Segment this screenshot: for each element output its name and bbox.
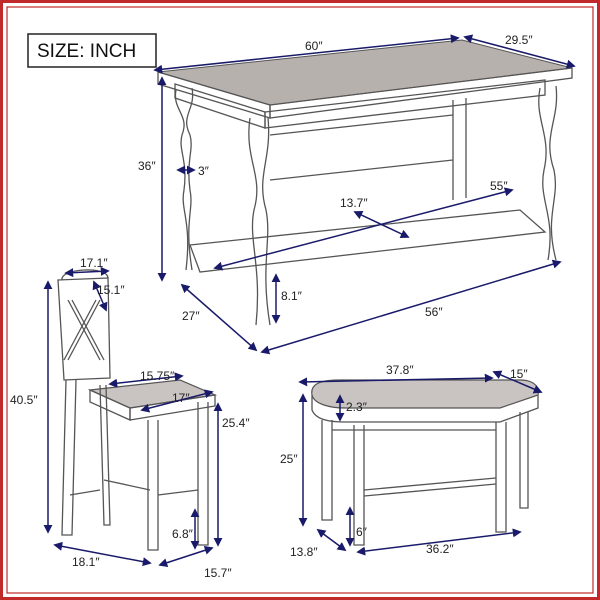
chair-base-depth-arrow <box>53 541 152 567</box>
chair-base-depth-label: 18.1″ <box>72 555 100 569</box>
table-length-bottom-label: 56″ <box>425 305 443 319</box>
bench-base-depth-arrow <box>316 528 347 552</box>
chair-back-width-label: 17.1″ <box>80 256 108 270</box>
dining-table <box>157 39 573 326</box>
chair-back-inner-arrow <box>92 280 108 312</box>
chair-back-width-arrow <box>64 266 110 278</box>
size-label: SIZE: INCH <box>37 41 136 62</box>
table-leg-label: 3″ <box>198 164 210 178</box>
bench-depth-arrow <box>492 370 543 394</box>
table-stretcher-height-label: 8.1″ <box>281 289 303 303</box>
chair-seat-depth-label: 15.75″ <box>140 369 175 383</box>
chair-back-inner-label: 15.1″ <box>97 283 125 297</box>
bench-length-label: 37.8″ <box>386 363 414 377</box>
bench-base-length-arrow <box>356 528 522 556</box>
chair-base-width-label: 15.7″ <box>204 566 232 580</box>
chair-base-width-arrow <box>158 545 214 568</box>
chair-foot-height-label: 6.8″ <box>172 527 194 541</box>
table-length-bottom-arrow <box>260 259 562 355</box>
table-width-top-label: 29.5″ <box>505 33 533 47</box>
table-width-top-arrow <box>463 34 576 69</box>
table-depth-label: 27″ <box>182 309 200 323</box>
chair-seat-depth-arrow <box>108 372 184 388</box>
table-length-top-arrow <box>153 34 460 74</box>
bench-foot-label: 6″ <box>356 525 368 539</box>
chair-seat-height-label: 25.4″ <box>222 416 250 430</box>
table-stretcher-arrow <box>213 187 514 271</box>
table-height-label: 36″ <box>138 159 156 173</box>
chair-total-height-label: 40.5″ <box>10 393 38 407</box>
table-length-top-label: 60″ <box>305 39 323 53</box>
bench-cushion-label: 2.3″ <box>346 400 368 414</box>
table-stretcher-label: 55″ <box>490 179 508 193</box>
bench-height-label: 25″ <box>280 452 298 466</box>
bench-base-depth-label: 13.8″ <box>290 545 318 559</box>
table-depth-arrow <box>180 283 258 352</box>
chair-seat-width-arrow <box>140 389 214 413</box>
inner-frame <box>6 6 594 594</box>
chair-seat-width-label: 17″ <box>172 391 190 405</box>
bench-base-length-label: 36.2″ <box>426 542 454 556</box>
table-inner-depth-label: 13.7″ <box>340 196 368 210</box>
bench-length-arrow <box>298 373 494 387</box>
bench-depth-label: 15″ <box>510 367 528 381</box>
